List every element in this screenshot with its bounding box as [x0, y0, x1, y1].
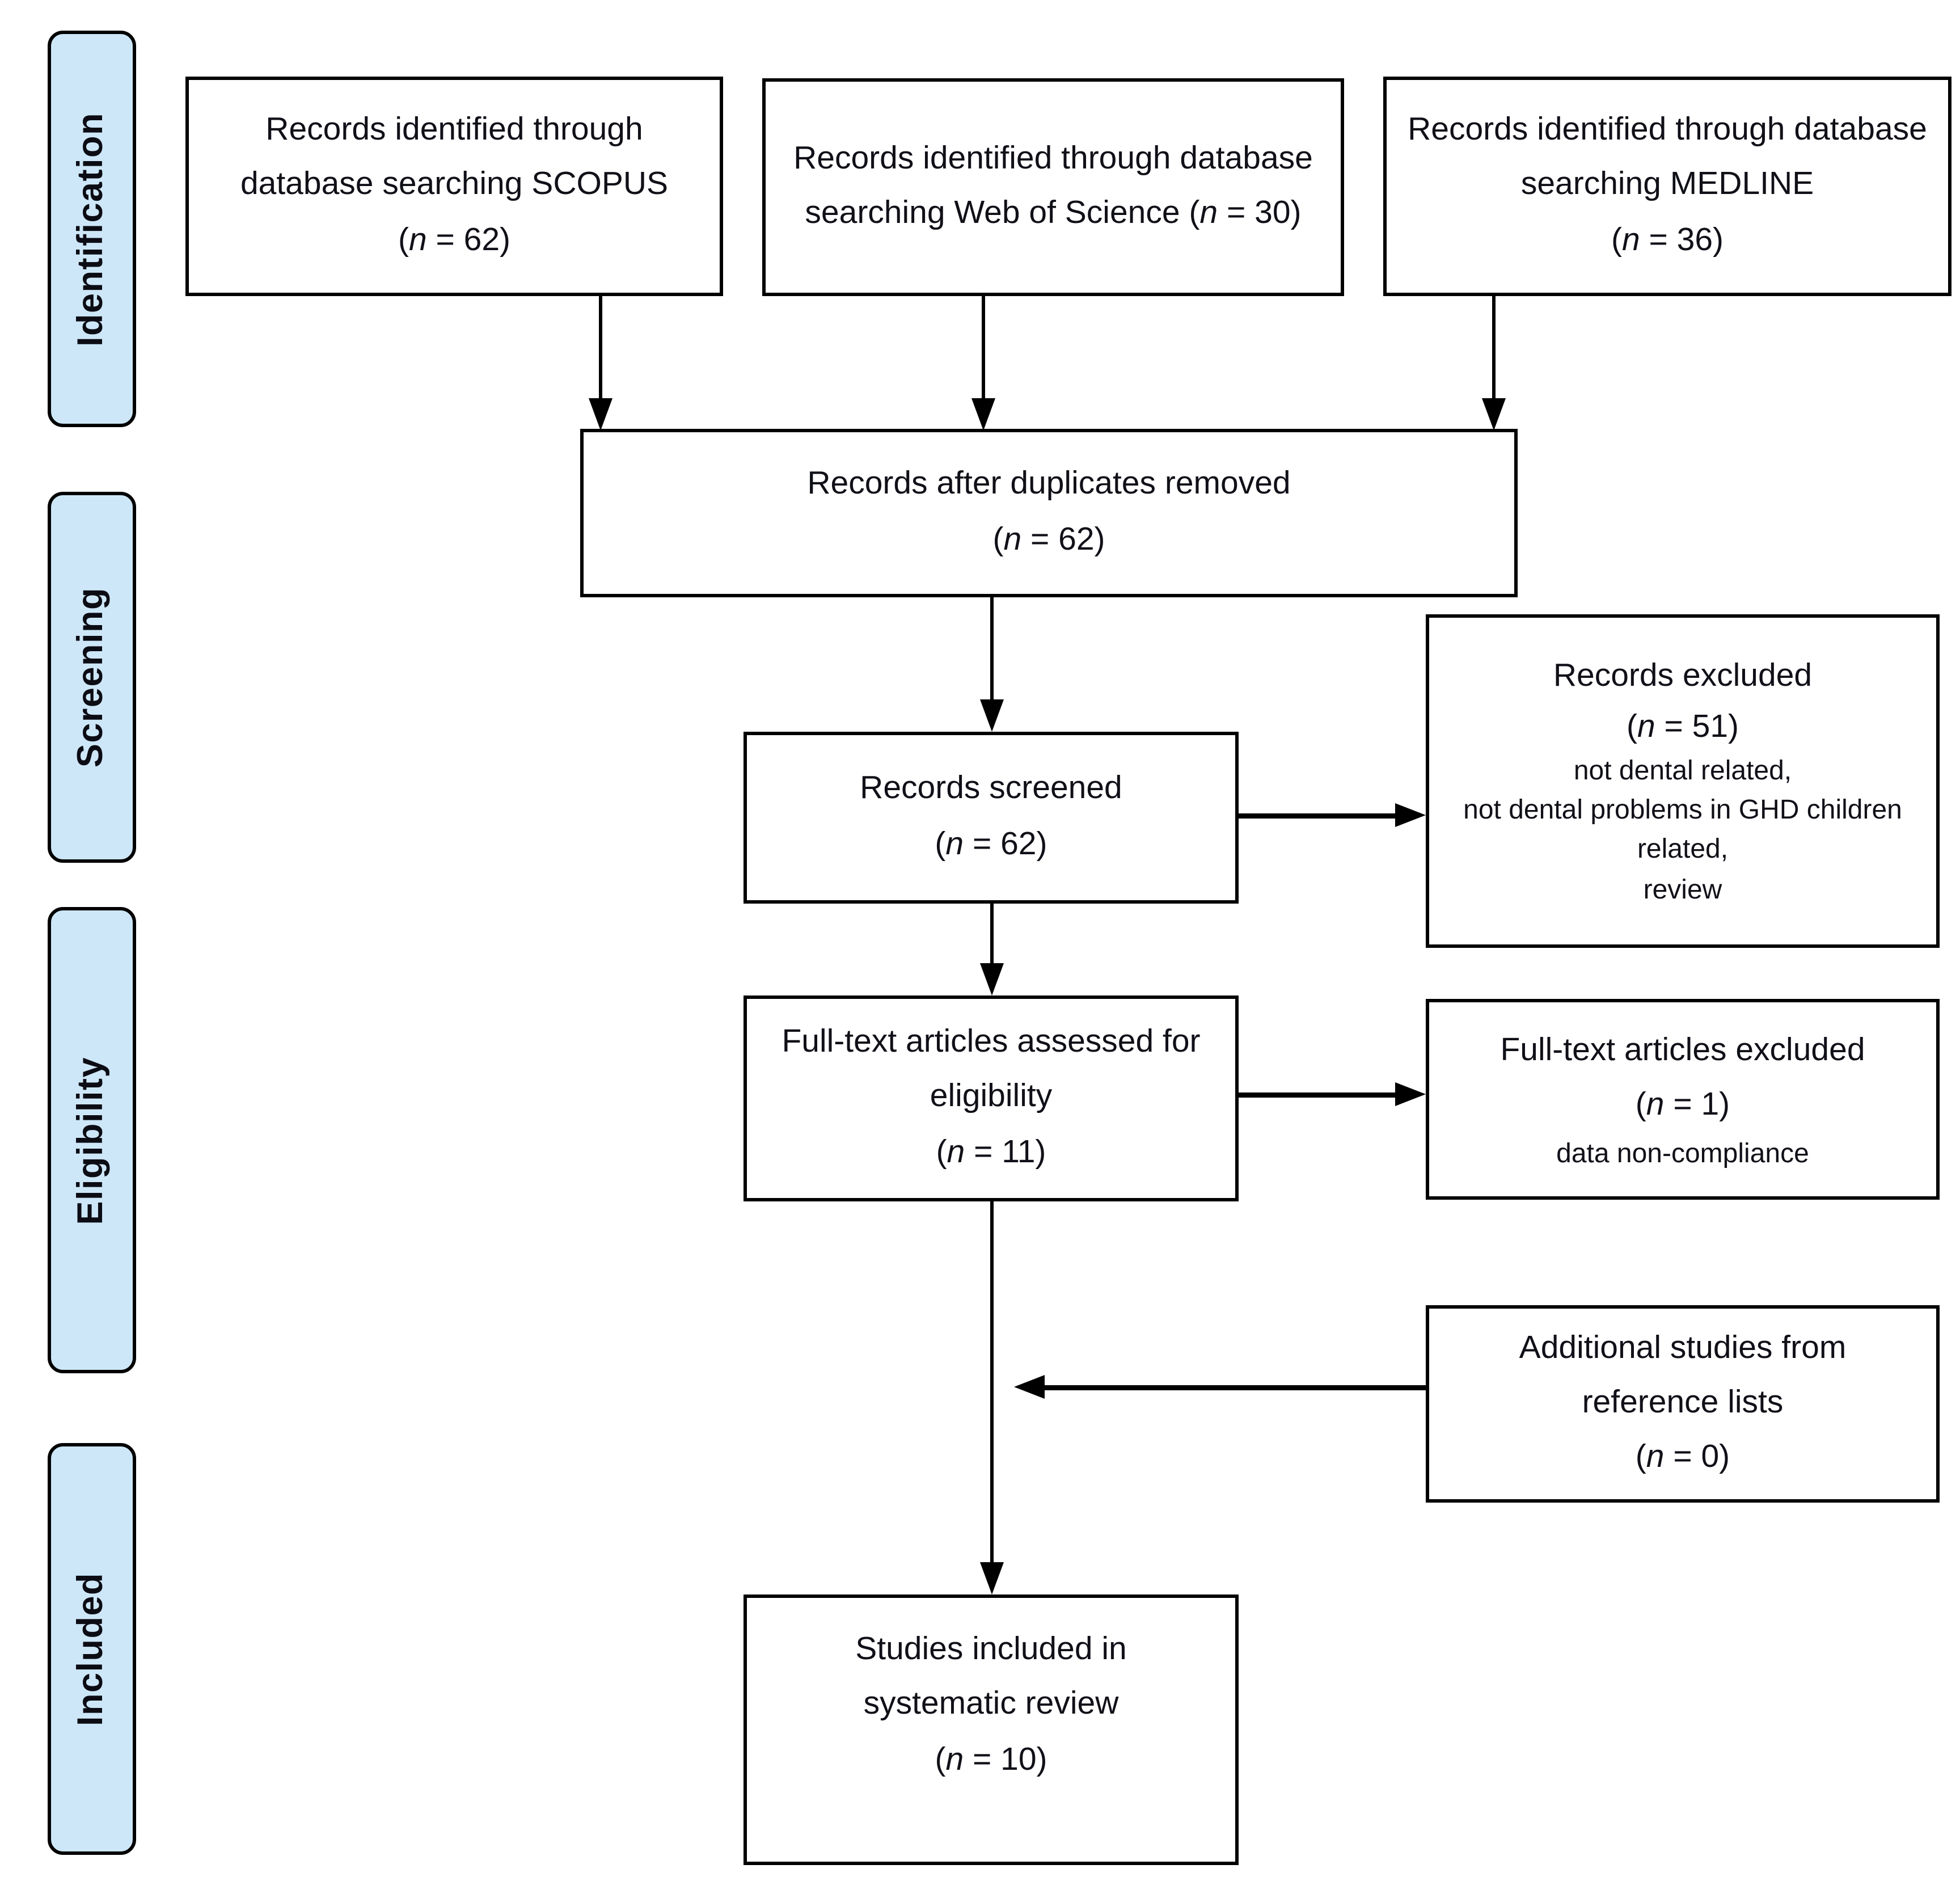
- arrow-assessed-to-fulltext-excluded-line: [1239, 1092, 1395, 1098]
- arrow-assessed-to-fulltext-excluded-head-icon: [1395, 1082, 1426, 1106]
- box-fulltext-articles-excluded-count: (n = 1): [1635, 1088, 1730, 1124]
- box-records-after-duplicates-removed-body: Records after duplicates removed (n = 62…: [807, 458, 1290, 568]
- box-records-screened: Records screened (n = 62): [744, 732, 1239, 904]
- box-records-excluded-count: (n = 51): [1626, 708, 1739, 745]
- box-records-screened-text: Records screened: [860, 771, 1122, 807]
- box-records-identified-medline-text: Records identified through database sear…: [1408, 112, 1927, 204]
- box-records-excluded-reason-1: not dental related,: [1573, 757, 1792, 787]
- box-records-identified-medline-body: Records identified through database sear…: [1407, 104, 1928, 269]
- arrow-assessed-to-included-head-icon: [980, 1562, 1004, 1594]
- box-records-identified-web-of-science-body: Records identified through database sear…: [786, 132, 1320, 242]
- box-records-excluded-reason-3: review: [1643, 875, 1722, 905]
- box-studies-included: Studies included in systematic review (n…: [744, 1594, 1239, 1865]
- box-fulltext-articles-assessed-body: Full-text articles assessed for eligibil…: [767, 1016, 1215, 1181]
- stage-label-included-text: Included: [71, 1572, 111, 1726]
- box-fulltext-articles-excluded-text: Full-text articles excluded: [1500, 1033, 1865, 1069]
- arrow-duplicates-to-screened-line: [990, 597, 994, 699]
- box-additional-studies-text: Additional studies from reference lists: [1519, 1330, 1847, 1421]
- box-fulltext-articles-assessed: Full-text articles assessed for eligibil…: [744, 995, 1239, 1201]
- arrow-additional-to-mainflow-line: [1045, 1385, 1426, 1390]
- box-records-identified-scopus-text: Records identified through database sear…: [240, 112, 669, 204]
- stage-label-identification-text: Identification: [71, 111, 111, 346]
- arrow-screened-to-assessed-head-icon: [980, 963, 1004, 995]
- box-records-identified-scopus: Records identified through database sear…: [185, 77, 723, 296]
- stage-label-identification: Identification: [48, 31, 136, 427]
- box-records-screened-count: (n = 62): [935, 826, 1047, 862]
- box-studies-included-count: (n = 10): [935, 1741, 1047, 1778]
- box-additional-studies-body: Additional studies from reference lists …: [1450, 1322, 1916, 1487]
- box-records-excluded-text: Records excluded: [1553, 659, 1813, 695]
- arrow-web-of-science-to-duplicates-line: [982, 296, 985, 398]
- arrow-screened-to-excluded-line: [1239, 813, 1395, 819]
- stage-label-screening-text: Screening: [71, 587, 111, 768]
- box-studies-included-body: Studies included in systematic review (n…: [795, 1623, 1188, 1788]
- box-records-screened-body: Records screened (n = 62): [860, 763, 1122, 873]
- box-records-excluded-body: Records excluded (n = 51) not dental rel…: [1450, 652, 1916, 910]
- box-fulltext-articles-excluded-body: Full-text articles excluded (n = 1) data…: [1500, 1024, 1865, 1174]
- box-fulltext-articles-assessed-count: (n = 11): [936, 1134, 1046, 1170]
- arrow-screened-to-assessed-line: [990, 904, 994, 963]
- box-records-after-duplicates-removed-count: (n = 62): [992, 521, 1105, 558]
- stage-label-eligibility-text: Eligibility: [71, 1056, 111, 1225]
- box-fulltext-articles-excluded: Full-text articles excluded (n = 1) data…: [1426, 999, 1940, 1200]
- box-records-identified-medline-count: (n = 36): [1611, 222, 1724, 258]
- box-records-identified-medline: Records identified through database sear…: [1383, 77, 1951, 296]
- stage-label-included: Included: [48, 1443, 136, 1855]
- box-additional-studies: Additional studies from reference lists …: [1426, 1305, 1940, 1503]
- box-records-after-duplicates-removed-text: Records after duplicates removed: [807, 466, 1291, 503]
- box-records-identified-web-of-science-text: Records identified through database sear…: [793, 141, 1313, 231]
- arrow-assessed-to-included-line: [990, 1201, 994, 1562]
- stage-label-eligibility: Eligibility: [48, 907, 136, 1373]
- arrow-web-of-science-to-duplicates-head-icon: [971, 398, 995, 431]
- stage-label-screening: Screening: [48, 492, 136, 863]
- arrow-medline-to-duplicates-line: [1492, 296, 1496, 398]
- arrow-scopus-to-duplicates-line: [599, 296, 602, 398]
- box-records-identified-scopus-count: (n = 62): [398, 222, 511, 258]
- box-records-after-duplicates-removed: Records after duplicates removed (n = 62…: [580, 429, 1518, 597]
- box-records-identified-web-of-science: Records identified through database sear…: [762, 78, 1344, 296]
- arrow-duplicates-to-screened-head-icon: [980, 699, 1004, 732]
- box-additional-studies-count: (n = 0): [1635, 1440, 1730, 1476]
- arrow-medline-to-duplicates-head-icon: [1482, 398, 1506, 431]
- box-fulltext-articles-excluded-reason-1: data non-compliance: [1556, 1140, 1809, 1169]
- box-records-identified-scopus-body: Records identified through database sear…: [209, 104, 699, 269]
- box-records-excluded: Records excluded (n = 51) not dental rel…: [1426, 614, 1940, 948]
- arrow-additional-to-mainflow-head-icon: [1014, 1375, 1045, 1399]
- arrow-screened-to-excluded-head-icon: [1395, 803, 1426, 827]
- box-records-identified-web-of-science-count: (n = 30): [1189, 196, 1302, 231]
- arrow-scopus-to-duplicates-head-icon: [589, 398, 612, 431]
- box-fulltext-articles-assessed-text: Full-text articles assessed for eligibil…: [782, 1024, 1201, 1116]
- box-records-excluded-reason-2: not dental problems in GHD children rela…: [1463, 796, 1902, 866]
- box-studies-included-text: Studies included in systematic review: [855, 1632, 1127, 1723]
